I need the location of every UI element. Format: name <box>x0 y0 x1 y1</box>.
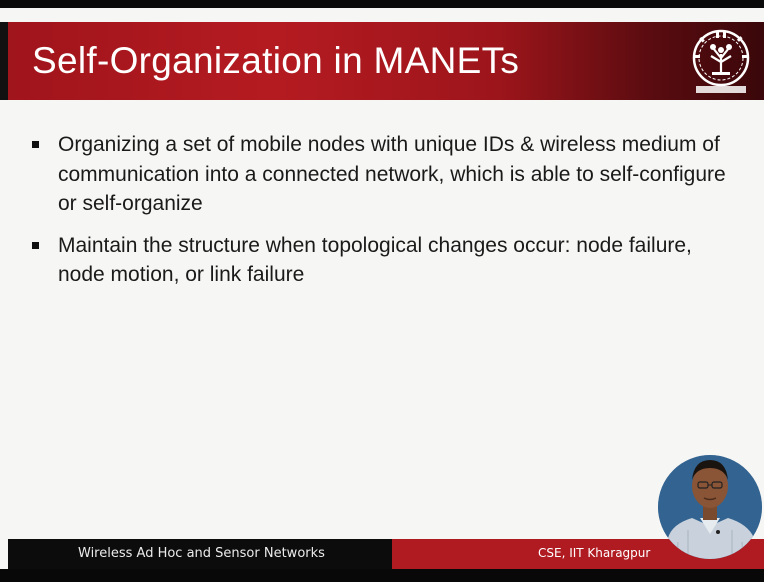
footer: Wireless Ad Hoc and Sensor Networks CSE,… <box>8 539 764 569</box>
bullet-item: Organizing a set of mobile nodes with un… <box>30 130 730 219</box>
left-black-gap <box>0 22 8 100</box>
top-black-strip <box>0 0 764 8</box>
speaker-video-overlay <box>658 455 762 559</box>
square-bullet-icon <box>32 141 39 148</box>
bullet-text: Maintain the structure when topological … <box>58 233 692 287</box>
course-name: Wireless Ad Hoc and Sensor Networks <box>78 546 325 561</box>
bullet-list: Organizing a set of mobile nodes with un… <box>30 130 730 302</box>
bullet-item: Maintain the structure when topological … <box>30 231 730 290</box>
institute-name: CSE, IIT Kharagpur <box>538 546 651 560</box>
title-bar: Self-Organization in MANETs <box>8 22 764 100</box>
slide-title: Self-Organization in MANETs <box>32 40 520 81</box>
bullet-text: Organizing a set of mobile nodes with un… <box>58 133 726 215</box>
footer-left: Wireless Ad Hoc and Sensor Networks <box>8 539 392 569</box>
square-bullet-icon <box>32 241 39 249</box>
bottom-black-strip <box>0 569 764 582</box>
iit-kharagpur-emblem-icon <box>692 29 750 93</box>
